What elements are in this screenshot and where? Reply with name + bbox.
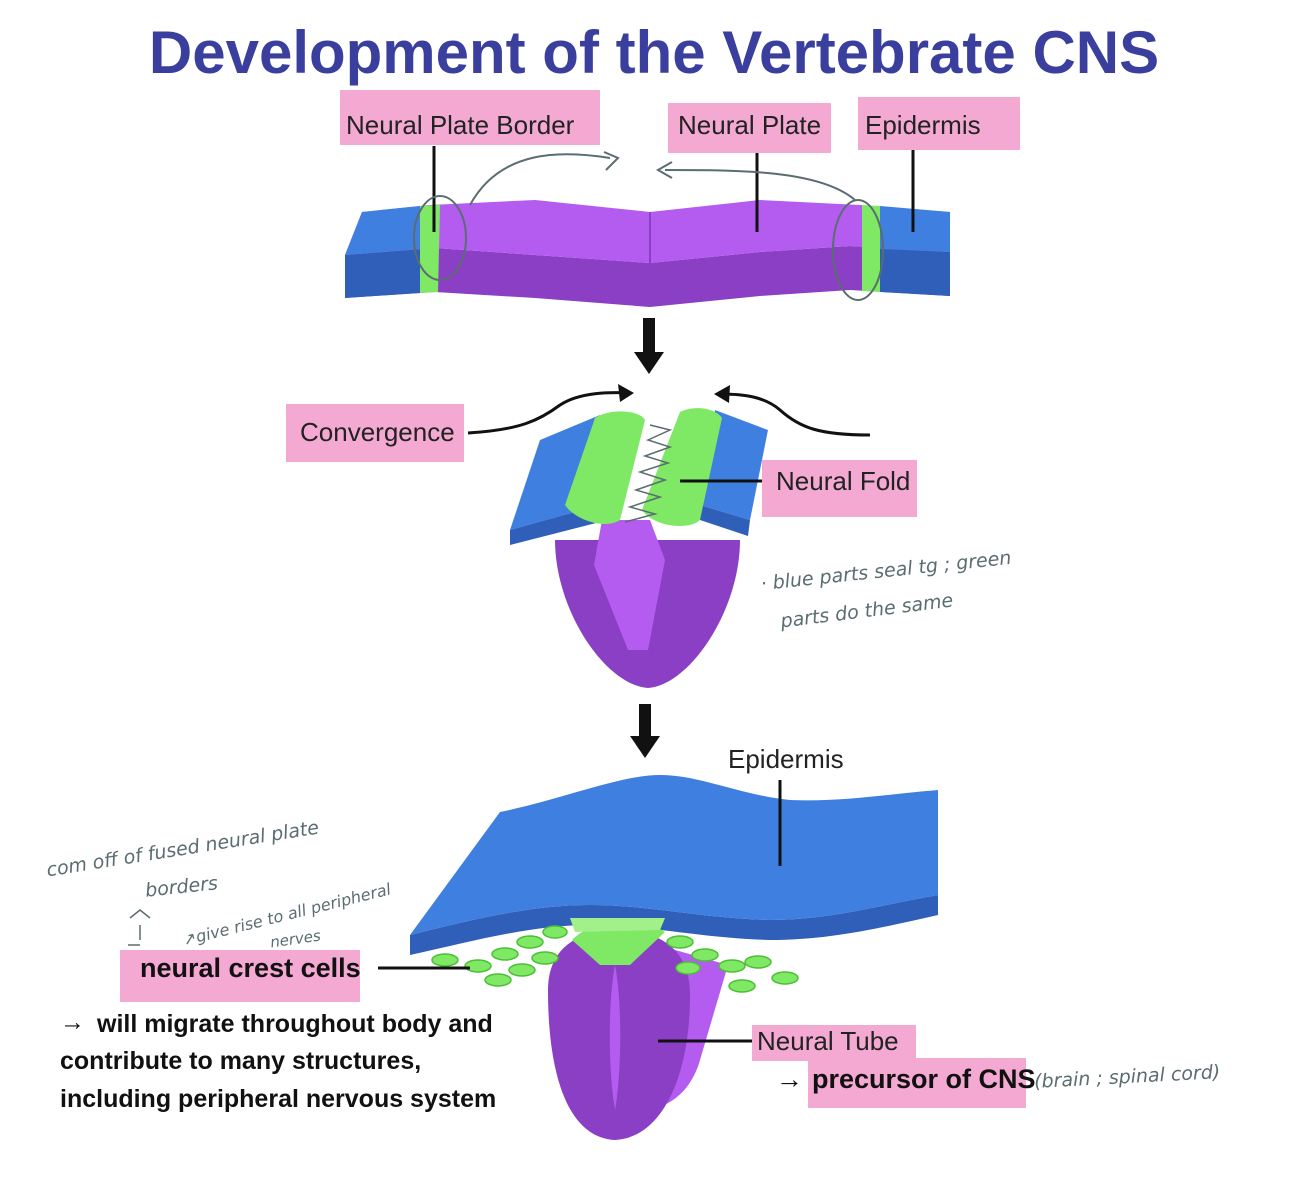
down-arrow-2 (630, 704, 660, 758)
highlight-neural-crest (120, 950, 360, 1002)
crest-cell (508, 963, 536, 977)
down-arrow-2-head (630, 736, 660, 758)
crest-cell (771, 971, 799, 985)
crest-cell (666, 935, 694, 949)
left-border-arrowhead (603, 151, 620, 171)
right-border-arrowhead (655, 161, 673, 179)
stage3-pointers (378, 780, 782, 1043)
highlight-neural-tube (752, 1025, 916, 1061)
fused-border-strip (570, 918, 665, 932)
right-border-circle (832, 199, 884, 301)
neural-tube-lumen (609, 965, 621, 1110)
plate-left-epidermis-side (345, 249, 420, 298)
label-precursor-arrow: → (776, 1064, 803, 1094)
crest-cell (531, 951, 559, 965)
neural-tube-stage (410, 775, 938, 1140)
crest-cell (491, 947, 519, 961)
down-arrow-1 (634, 318, 664, 374)
label-neural-tube: Neural Tube (757, 1026, 899, 1056)
highlight-epidermis-top (858, 97, 1020, 150)
left-border-arrow (469, 153, 611, 206)
crest-cell (718, 959, 746, 973)
label-neural-fold: Neural Fold (776, 466, 911, 496)
plate-front-face (345, 246, 950, 307)
label-epidermis-bottom: Epidermis (728, 744, 844, 774)
fused-note-bracket (128, 909, 151, 946)
crest-cell (516, 935, 544, 949)
migrate-arrow: → (60, 1008, 85, 1036)
epidermis-sheet-underside (410, 895, 938, 955)
highlight-neural-plate (668, 103, 831, 153)
flat-neural-plate (345, 200, 950, 307)
crest-cell (484, 973, 512, 987)
border-circle-annotations (413, 151, 884, 301)
stage1-pointers (432, 146, 915, 232)
label-neural-plate: Neural Plate (678, 110, 822, 140)
crest-cell (464, 959, 492, 973)
down-arrow-1-head (634, 352, 664, 374)
folding-neural-plate (510, 408, 768, 688)
plate-right-epidermis-top (880, 206, 950, 252)
plate-top-face (345, 200, 950, 263)
label-neural-crest-cells: neural crest cells (140, 953, 361, 983)
migrate-text-line-2: contribute to many structures, (60, 1047, 422, 1075)
seal-zigzag-annotation (624, 424, 673, 523)
highlight-plate-border (340, 90, 600, 145)
page-title: Development of the Vertebrate CNS (148, 19, 1160, 86)
convergence-arrowhead-left (618, 384, 634, 402)
crest-cell (542, 925, 568, 939)
fold-left-green (565, 411, 645, 525)
label-neural-plate-border: Neural Plate Border (346, 110, 575, 140)
left-border-circle (413, 195, 467, 281)
convergence-arrowhead-right (714, 385, 730, 403)
crest-cell (431, 953, 459, 967)
convergence-arrows (467, 391, 871, 437)
fold-right-green (642, 408, 722, 526)
highlight-precursor (808, 1058, 1026, 1108)
highlight-neural-fold (762, 460, 917, 517)
convergence-line-left (467, 391, 631, 435)
fused-border-cap (572, 921, 665, 965)
label-epidermis-top: Epidermis (865, 110, 981, 140)
migrate-text-line-1: will migrate throughout body and (97, 1010, 493, 1038)
migrate-text-line-3: including peripheral nervous system (60, 1085, 497, 1113)
crest-cell (675, 961, 701, 975)
label-convergence: Convergence (300, 417, 455, 447)
label-precursor-cns: precursor of CNS (812, 1064, 1036, 1094)
fold-right-epidermis-edge (700, 505, 750, 536)
crest-cell (728, 979, 756, 993)
plate-left-epidermis-top (345, 206, 420, 255)
highlight-convergence (286, 404, 464, 462)
right-border-arrow (664, 169, 856, 201)
fold-inner-groove (594, 520, 665, 650)
down-arrow-1-shaft (643, 318, 655, 354)
neural-crest-cells-cluster (431, 925, 799, 993)
crest-cell (691, 948, 719, 962)
plate-right-epidermis-side (880, 249, 950, 296)
epidermis-sheet (410, 775, 938, 935)
crest-cell (744, 955, 772, 969)
convergence-line-right (719, 392, 871, 437)
down-arrow-2-shaft (639, 704, 651, 738)
plate-right-border-band (862, 205, 880, 292)
